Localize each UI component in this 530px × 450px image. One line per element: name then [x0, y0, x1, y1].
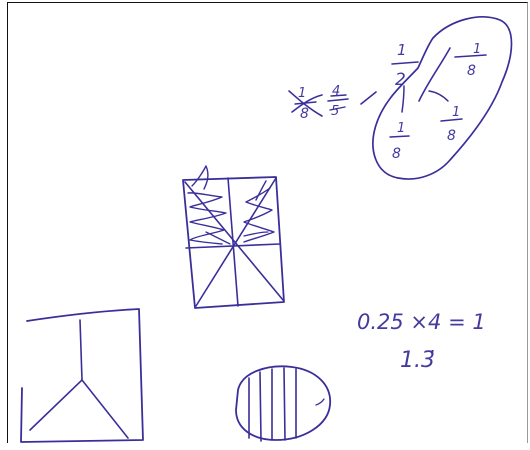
- stripe-line: [249, 368, 296, 441]
- divided-rectangle-shaded: [183, 166, 284, 308]
- equation-block: 0.25 ×4 = 1 1.3̇: [357, 310, 486, 373]
- fraction-bar: [455, 55, 486, 57]
- equation-line-1: 0.25 ×4 = 1: [357, 310, 486, 334]
- dash-stroke: [361, 92, 376, 104]
- crossed-fraction-one-eighth: 1 8: [289, 86, 322, 122]
- crossed-fraction-denominator: 5: [331, 104, 339, 119]
- fraction-numerator: 1: [397, 41, 407, 59]
- fraction-denominator: 8: [467, 63, 476, 79]
- fraction-bar: [295, 102, 316, 104]
- division-stroke: [429, 91, 448, 101]
- small-mark: [316, 399, 324, 405]
- fraction-bar: [328, 99, 348, 101]
- crossed-fraction-numerator: 4: [332, 84, 340, 99]
- fraction-denominator: 8: [447, 128, 456, 144]
- crossed-fraction-four-fifths: 4 5: [328, 84, 348, 119]
- fraction-bar: [392, 62, 418, 64]
- fraction-one-eighth-top: 1 8: [455, 42, 486, 79]
- fraction-bar: [390, 136, 409, 137]
- fraction-numerator: 1: [452, 105, 460, 120]
- triangle-right-edge: [82, 380, 128, 438]
- fraction-one-eighth-left: 1 8: [390, 121, 409, 162]
- shading-scribble: [206, 232, 268, 244]
- fraction-one-eighth-middle: 1 8: [441, 105, 462, 144]
- fraction-bar: [441, 119, 462, 121]
- striped-circle: [236, 366, 330, 441]
- equation-line-2: 1.3̇: [400, 348, 435, 373]
- crossed-fraction-denominator: 8: [300, 106, 309, 122]
- fraction-denominator: 8: [392, 146, 401, 162]
- inner-vertical-line: [80, 320, 82, 380]
- triangle-left-edge: [30, 380, 82, 430]
- square-with-triangle: [21, 309, 143, 442]
- circle-outline: [236, 366, 330, 440]
- fraction-numerator: 1: [397, 121, 405, 136]
